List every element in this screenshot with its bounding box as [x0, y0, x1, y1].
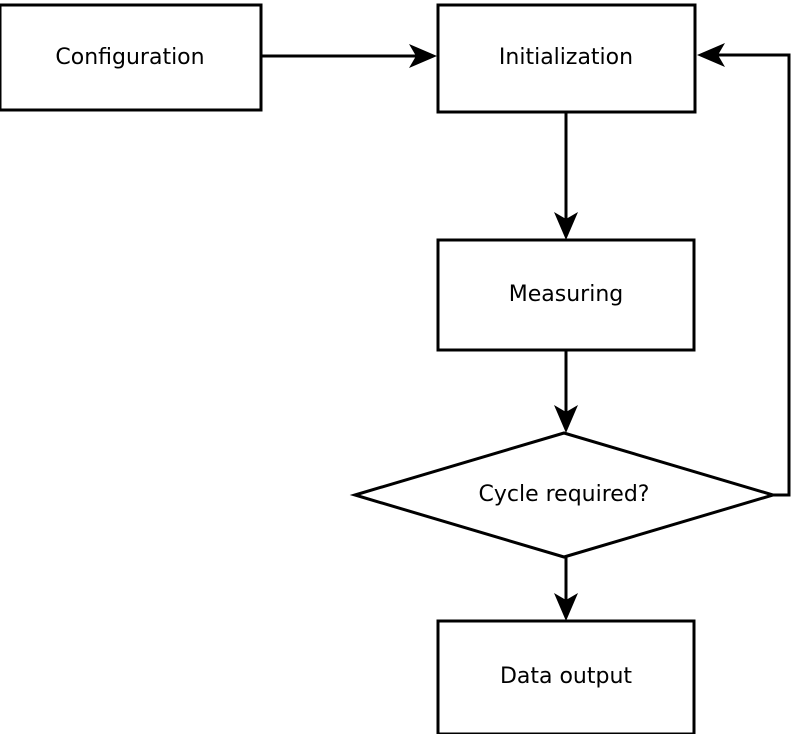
node-cycle-required-shape[interactable] — [349, 431, 779, 559]
node-configuration-shape[interactable] — [0, 3, 263, 112]
edge-cycle-required-to-initialization-feedback — [697, 43, 791, 497]
node-configuration[interactable]: Configuration — [0, 3, 263, 112]
edge-initialization-to-measuring — [554, 112, 578, 240]
node-measuring-shape[interactable] — [436, 238, 696, 352]
arrow-head-icon — [554, 212, 578, 240]
node-measuring-label: Measuring — [509, 282, 623, 307]
node-configuration-label: Configuration — [55, 45, 204, 70]
edge-measuring-to-cycle-required — [554, 350, 578, 433]
edge-configuration-to-initialization — [261, 44, 437, 68]
arrow-head-icon — [409, 44, 437, 68]
arrow-head-icon — [697, 43, 725, 67]
edge-cycle-required-to-data-output — [554, 557, 578, 621]
edge-line — [711, 53, 791, 497]
node-initialization[interactable]: Initialization — [436, 3, 697, 114]
node-cycle-required[interactable]: Cycle required? — [349, 431, 779, 559]
arrow-head-icon — [554, 405, 578, 433]
node-initialization-shape[interactable] — [436, 3, 697, 114]
node-data-output[interactable]: Data output — [436, 619, 696, 734]
node-data-output-label: Data output — [500, 664, 632, 689]
node-measuring[interactable]: Measuring — [436, 238, 696, 352]
node-cycle-required-label: Cycle required? — [479, 482, 650, 507]
node-initialization-label: Initialization — [499, 45, 633, 70]
arrow-head-icon — [554, 593, 578, 621]
node-data-output-shape[interactable] — [436, 619, 696, 734]
